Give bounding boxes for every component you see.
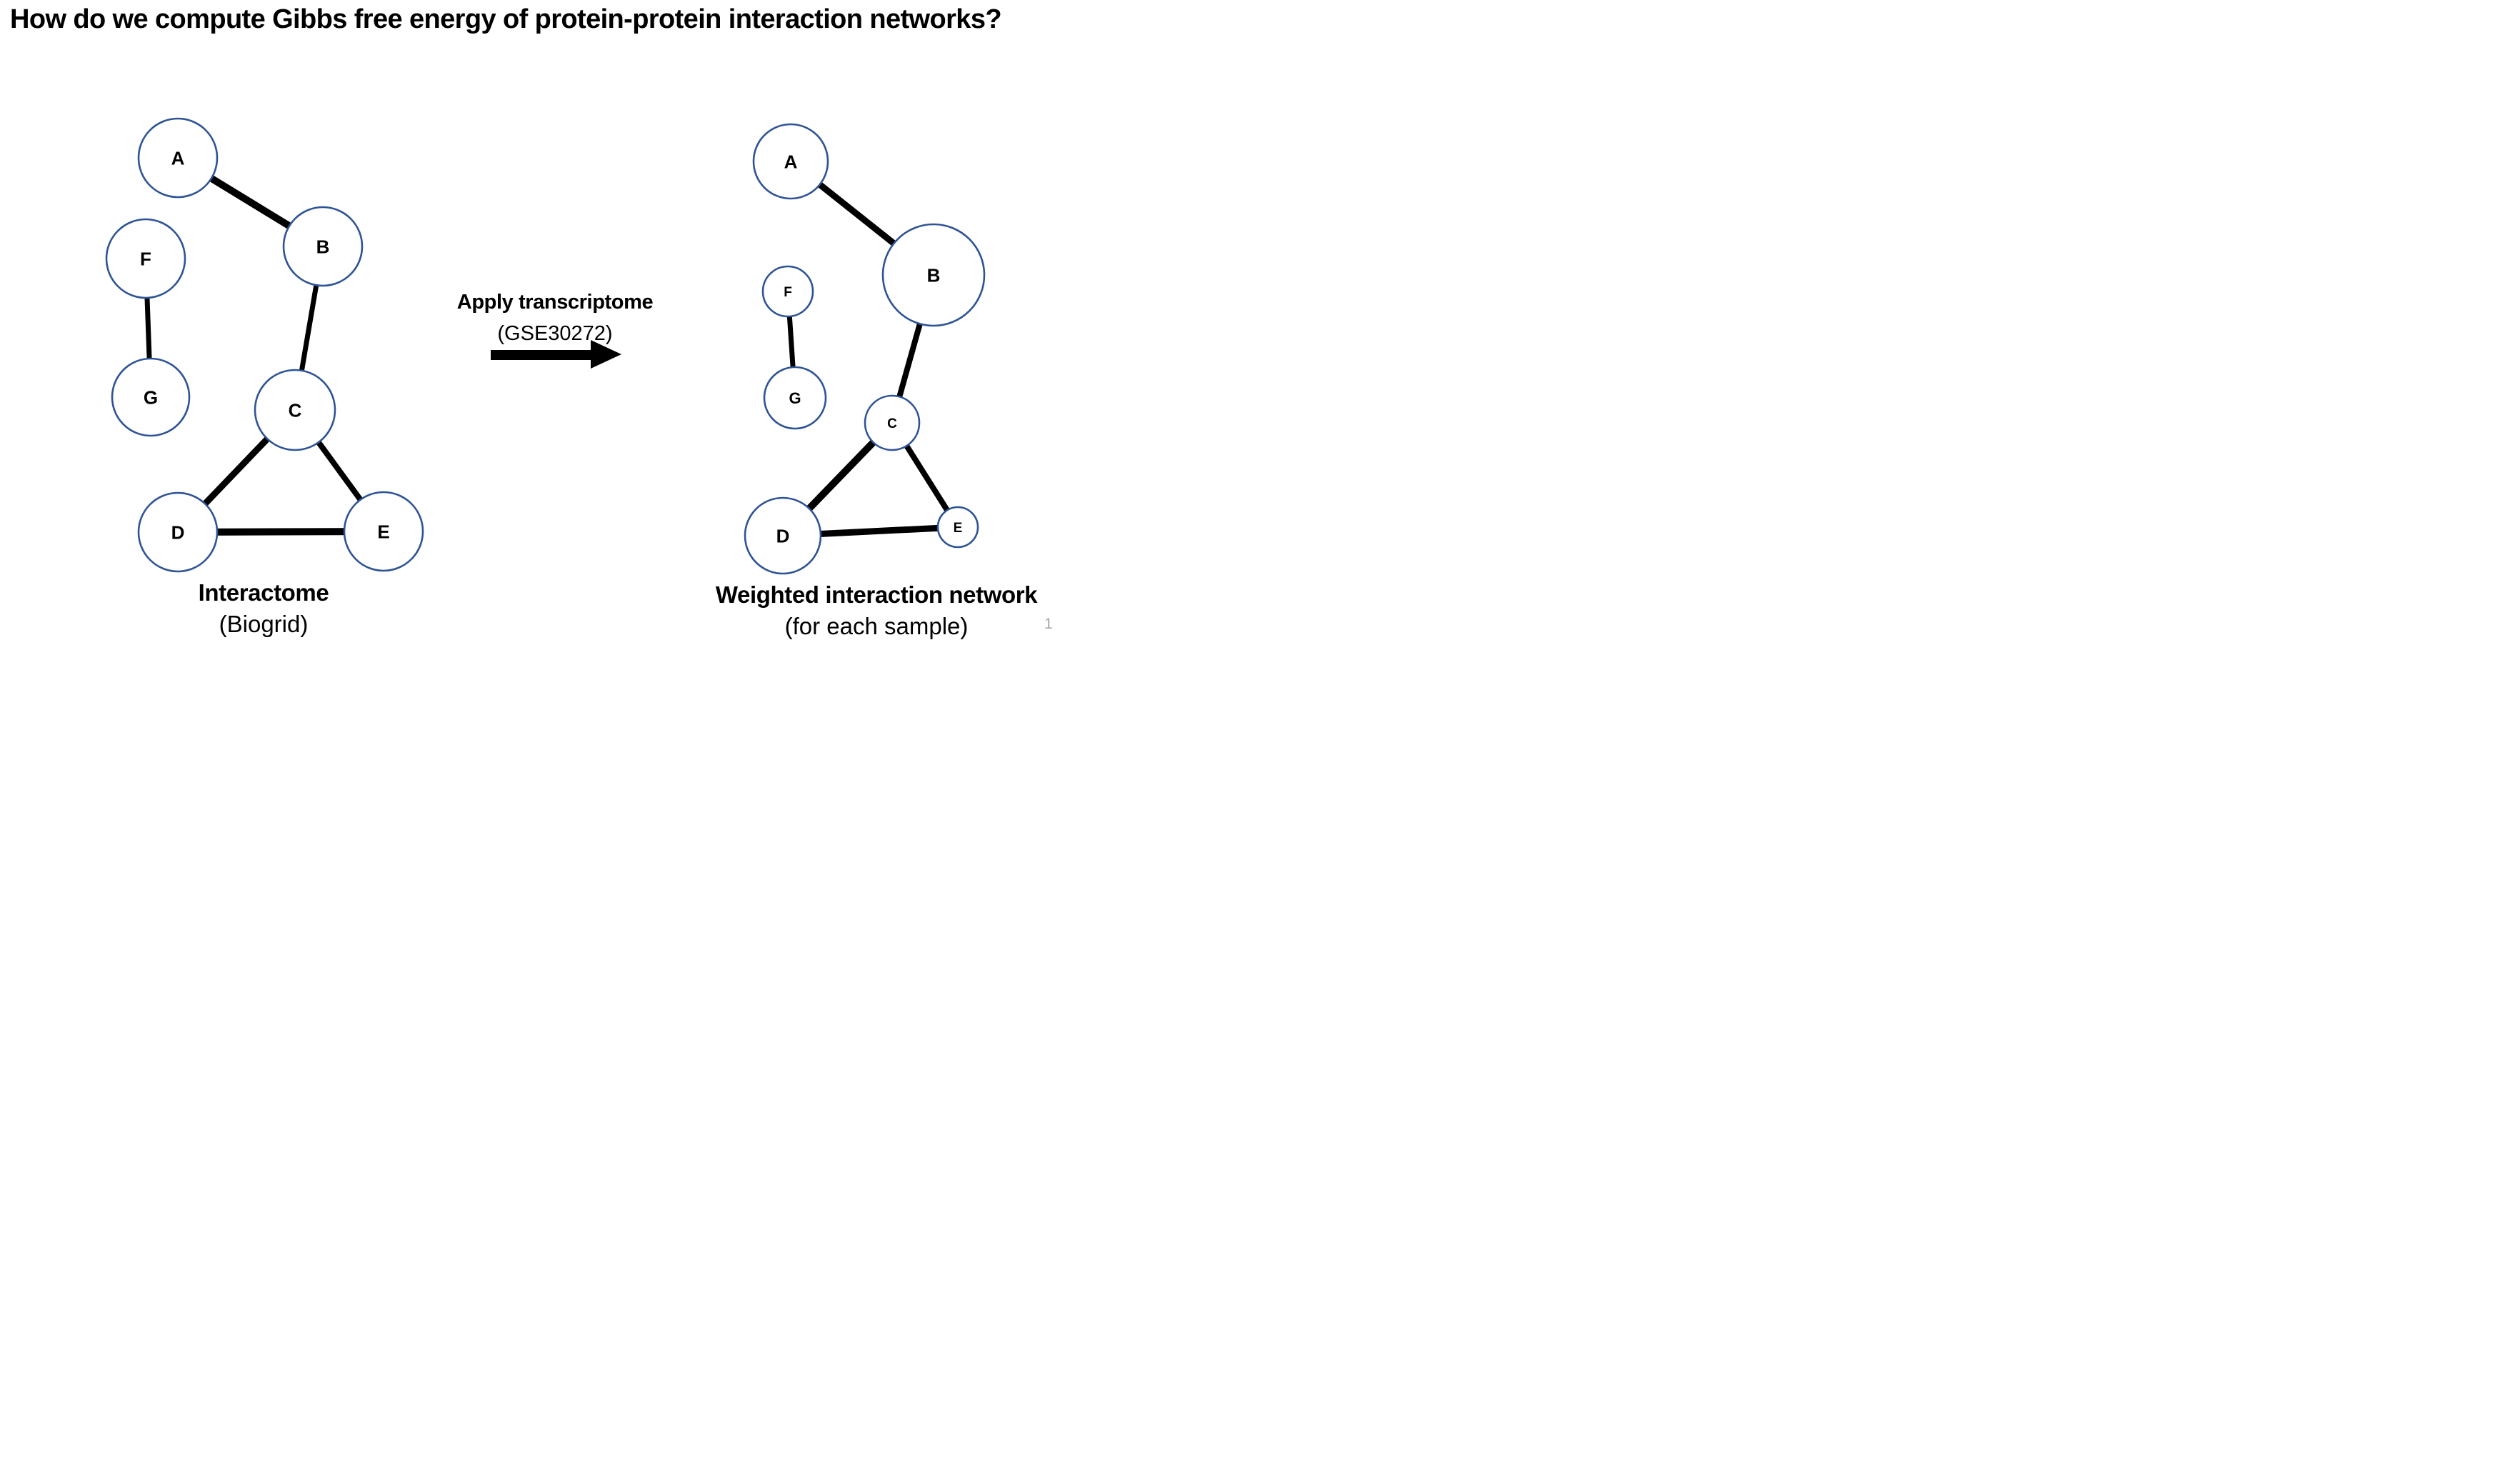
node-label-weighted-G: G bbox=[789, 389, 801, 407]
weighted-network-caption-title: Weighted interaction network bbox=[715, 581, 1038, 608]
slide: How do we compute Gibbs free energy of p… bbox=[0, 0, 1120, 649]
weighted-network-caption: Weighted interaction network (for each s… bbox=[691, 579, 1062, 642]
right-block-arrow-icon bbox=[491, 340, 621, 369]
interactome-caption-subtitle: (Biogrid) bbox=[219, 611, 309, 637]
node-label-interactome-F: F bbox=[140, 248, 151, 269]
node-interactome-F bbox=[105, 218, 186, 299]
slide-title: How do we compute Gibbs free energy of p… bbox=[10, 4, 1002, 34]
node-interactome-G bbox=[111, 357, 191, 437]
node-label-weighted-C: C bbox=[887, 416, 897, 431]
node-label-interactome-G: G bbox=[144, 386, 158, 408]
node-interactome-C bbox=[254, 369, 336, 451]
node-label-weighted-F: F bbox=[784, 285, 792, 300]
node-weighted-E bbox=[936, 506, 979, 549]
node-label-interactome-A: A bbox=[171, 147, 185, 169]
node-weighted-C bbox=[864, 394, 921, 451]
interactome-caption: Interactome (Biogrid) bbox=[156, 577, 371, 640]
node-interactome-E bbox=[343, 491, 424, 572]
node-interactome-B bbox=[282, 206, 364, 287]
node-label-weighted-D: D bbox=[776, 525, 790, 546]
node-label-interactome-B: B bbox=[316, 236, 330, 257]
node-weighted-F bbox=[761, 265, 814, 318]
node-interactome-A bbox=[137, 117, 219, 199]
page-number: 1 bbox=[1044, 616, 1053, 632]
node-label-interactome-C: C bbox=[289, 399, 302, 421]
node-weighted-B bbox=[881, 223, 986, 327]
interactome-caption-title: Interactome bbox=[198, 579, 329, 606]
network-weighted: A B F G C D E bbox=[744, 123, 986, 575]
node-label-weighted-B: B bbox=[927, 264, 941, 286]
node-label-weighted-A: A bbox=[784, 151, 798, 172]
node-label-interactome-E: E bbox=[377, 521, 389, 542]
network-diagram-svg: A B F G C D E A B F G C D E bbox=[105, 117, 986, 575]
node-label-interactome-D: D bbox=[171, 521, 185, 543]
node-weighted-D bbox=[744, 496, 822, 575]
node-label-weighted-E: E bbox=[954, 521, 963, 536]
transform-step-line1: Apply transcriptome bbox=[456, 291, 654, 314]
network-interactome: A B F G C D E bbox=[105, 117, 424, 573]
weighted-network-caption-subtitle: (for each sample) bbox=[784, 613, 969, 639]
transform-step-line2: (GSE30272) bbox=[497, 322, 613, 345]
node-weighted-A bbox=[752, 123, 829, 200]
node-weighted-G bbox=[763, 366, 827, 430]
node-interactome-D bbox=[137, 491, 219, 573]
transform-step-label: Apply transcriptome (GSE30272) bbox=[376, 286, 734, 349]
